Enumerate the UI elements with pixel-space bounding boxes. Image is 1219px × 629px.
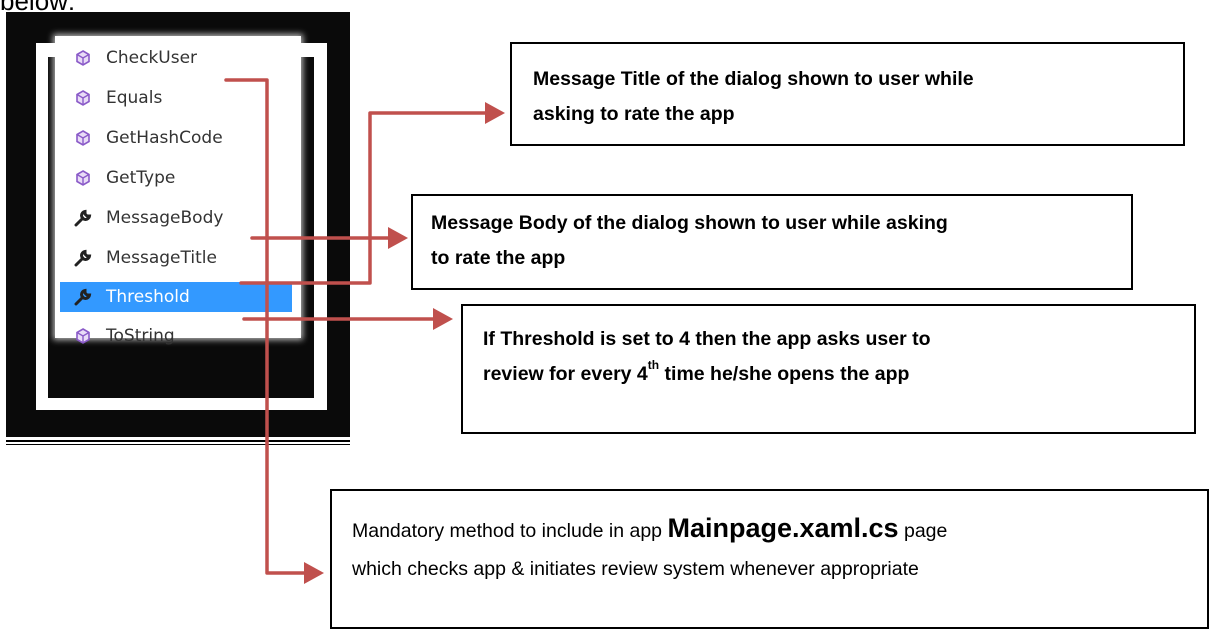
callout-text-fragment: page [898,520,948,542]
member-item-gettype[interactable]: GetType [60,164,292,192]
callout-text-line: Message Title of the dialog shown to use… [533,68,974,90]
callout-text-line: Mandatory method to include in app Mainp… [352,509,1207,550]
member-item-messagetitle[interactable]: MessageTitle [60,244,292,272]
member-label: ToString [106,326,175,346]
property-wrench-icon [72,247,94,269]
divider-line-secondary [6,444,350,445]
method-cube-icon [72,87,94,109]
callout-threshold: If Threshold is set to 4 then the app as… [461,304,1196,434]
member-item-equals[interactable]: Equals [60,84,292,112]
member-item-tostring[interactable]: ToString [60,322,292,350]
callout-message-title: Message Title of the dialog shown to use… [510,42,1185,146]
callout-text-line: to rate the app [431,247,566,269]
member-label: Threshold [106,287,190,307]
member-label: CheckUser [106,48,198,68]
member-item-checkuser[interactable]: CheckUser [60,44,292,72]
method-cube-icon [72,325,94,347]
callout-message-body: Message Body of the dialog shown to user… [411,194,1133,290]
member-item-gethashcode[interactable]: GetHashCode [60,124,292,152]
arrowhead [304,562,324,584]
callout-text-line: review for every 4th time he/she opens t… [483,357,1194,392]
arrowheads [304,102,505,584]
arrowhead [433,308,453,330]
member-label: Equals [106,88,163,108]
callout-text-line: If Threshold is set to 4 then the app as… [483,328,931,350]
divider-line [6,440,350,442]
callout-text-line: Message Body of the dialog shown to user… [431,212,948,234]
method-cube-icon [72,127,94,149]
callout-text-fragment: time he/she opens the app [659,363,910,385]
arrow-checkuser-to-callout [224,78,308,575]
callout-text-line: which checks app & initiates review syst… [352,558,919,580]
arrowhead [485,102,505,124]
member-label: GetHashCode [106,128,223,148]
member-item-threshold[interactable]: Threshold [60,282,292,312]
callout-text-fragment: Mandatory method to include in app [352,520,668,542]
member-label: MessageBody [106,208,224,228]
callout-text-fragment: review for every 4 [483,363,648,385]
member-item-messagebody[interactable]: MessageBody [60,204,292,232]
method-cube-icon [72,47,94,69]
arrow-messagetitle-to-callout [239,111,489,285]
filename-emphasis: Mainpage.xaml.cs [667,513,899,543]
method-cube-icon [72,167,94,189]
callout-text-line: asking to rate the app [533,103,735,125]
property-wrench-icon [72,207,94,229]
ordinal-superscript: th [647,357,660,372]
arrowhead [388,227,408,249]
member-label: GetType [106,168,176,188]
property-wrench-icon [72,286,94,308]
member-label: MessageTitle [106,248,217,268]
